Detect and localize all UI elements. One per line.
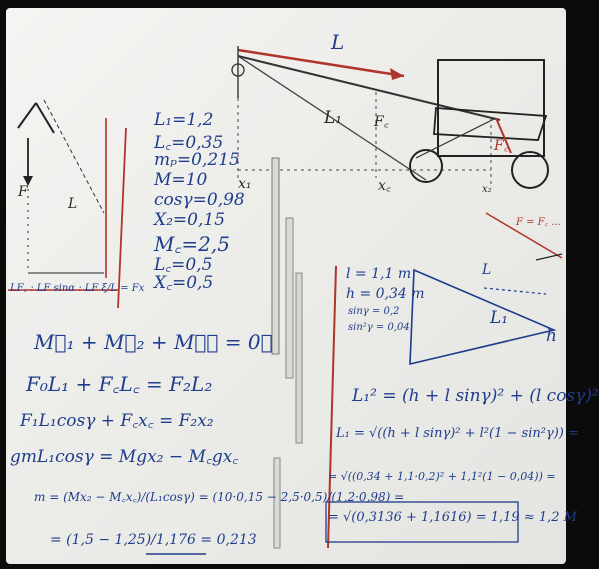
given: M꜀=2,5	[154, 232, 230, 256]
given: L₁=1,2	[154, 110, 214, 130]
given: L꜀=0,5	[154, 255, 213, 275]
label-Fv: F = F꜀ ...	[516, 217, 561, 228]
equation: L₁² = (h + l sinγ)² + (l cosγ)²	[352, 386, 599, 406]
right-triangle	[409, 268, 557, 366]
label-x2: x₂	[482, 184, 492, 195]
given: cosγ=0,98	[154, 190, 245, 210]
whiteboard: L L₁ F꜀ x₁ x꜀ x₂ F꜀ F = F꜀ ... F L LF꜀ :…	[6, 8, 599, 564]
given: h = 0,34 m	[346, 286, 425, 302]
label-x1: x₁	[238, 176, 252, 192]
wheel-left-icon	[409, 149, 443, 183]
given: sin²γ = 0,04	[348, 322, 410, 333]
diagram-ink	[8, 46, 563, 555]
label-left-F: F	[18, 184, 28, 200]
left-box-equation: LF꜀ : LF sinα : LF ξ/L = Fx	[10, 283, 145, 294]
given: sinγ = 0,2	[348, 306, 400, 317]
given: mₚ=0,215	[154, 150, 240, 170]
label-L-top: L	[331, 30, 345, 54]
equation: F₀L₁ + F꜀L꜀ = F₂L₂	[26, 372, 213, 396]
label-Fr: F꜀	[494, 138, 509, 154]
arrowhead-icon	[390, 68, 404, 80]
given: M=10	[154, 170, 208, 190]
label-L1: L₁	[324, 108, 343, 128]
equation: m = (Mx₂ − M꜀x꜀)/(L₁cosγ) = (10·0,15 − 2…	[34, 490, 405, 504]
equation: L₁ = √((h + l sinγ)² + l²(1 − sin²γ)) =	[336, 426, 579, 441]
label-left-L: L	[68, 196, 78, 212]
given: L꜀=0,35	[154, 133, 224, 153]
equation: = √((0,34 + 1,1·0,2)² + 1,1²(1 − 0,04)) …	[328, 470, 556, 483]
triangle-label-h: h	[546, 326, 557, 346]
equation: = √(0,3136 + 1,1616) = 1,19 ≈ 1,2 M	[328, 510, 577, 525]
equation: gmL₁cosγ = Mgx₂ − M꜀gx꜀	[10, 447, 239, 467]
beam-L-line	[237, 48, 405, 78]
wheel-right-icon	[511, 151, 549, 189]
triangle-label-L: L	[482, 262, 492, 278]
lever-L1	[237, 55, 427, 181]
pivot-circle-icon	[231, 63, 245, 77]
given: l = 1,1 m	[346, 266, 412, 282]
equation: M⃗₁ + M⃗₂ + M⃗꜀ = 0⃗	[34, 330, 273, 354]
given: X₂=0,15	[154, 210, 226, 230]
given: X꜀=0,5	[154, 273, 214, 293]
equation: = (1,5 − 1,25)/1,176 = 0,213	[50, 532, 257, 548]
label-xc: x꜀	[378, 178, 391, 194]
label-Fc: F꜀	[374, 114, 389, 130]
separator-line	[327, 265, 337, 549]
triangle-label-L1: L₁	[490, 308, 509, 328]
equation: F₁L₁cosγ + F꜀x꜀ = F₂x₂	[20, 411, 214, 431]
